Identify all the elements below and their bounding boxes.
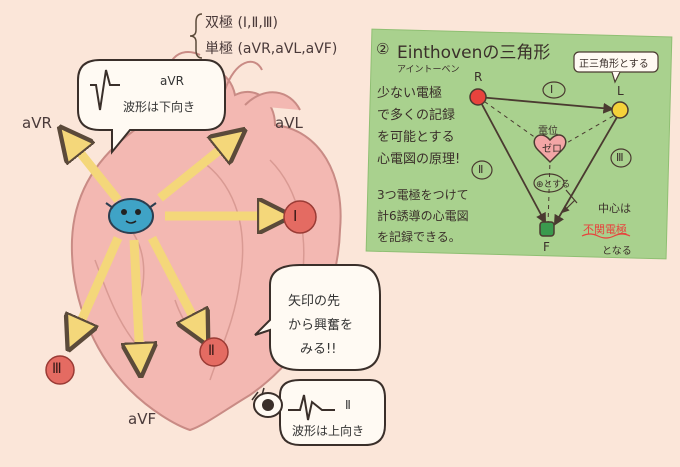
lead2-waveform-icon xyxy=(288,394,335,421)
lead2-bubble-title: Ⅱ xyxy=(345,398,351,412)
panel-desc-6: 計6誘導の心電図 xyxy=(377,209,469,223)
node-L-dot xyxy=(611,101,629,119)
panel-title: Einthovenの三角形 xyxy=(397,43,551,63)
panel-desc-2: で多くの記録 xyxy=(377,108,456,123)
center-text-1: 中心は xyxy=(598,202,631,215)
lead-circles xyxy=(45,200,317,385)
potential-label: 電位 xyxy=(538,126,558,137)
node-R-label: R xyxy=(474,70,483,84)
lead-III-label: Ⅲ xyxy=(52,361,62,377)
einthoven-panel xyxy=(365,28,673,260)
side-III-label: Ⅲ xyxy=(616,151,624,164)
panel-number: ② xyxy=(376,40,390,58)
header-brace xyxy=(189,13,203,59)
node-F-label: F xyxy=(543,240,550,254)
lead2-bubble-text: 波形は上向き xyxy=(292,424,365,438)
center-text-2: 不関電極 xyxy=(583,223,627,236)
label-avr: aVR xyxy=(22,114,52,132)
center-character-icon xyxy=(105,198,157,234)
avr-bubble-text: 波形は下向き xyxy=(123,100,196,114)
lead-I-label: Ⅰ xyxy=(293,207,298,225)
lead-II-circle xyxy=(199,337,229,367)
panel-desc-7: を記録できる。 xyxy=(377,230,461,244)
label-avf: aVF xyxy=(128,410,157,428)
avr-waveform-icon xyxy=(90,69,120,111)
potential-zero: ゼロ xyxy=(542,144,562,155)
panel-title-reading: アイントーベン xyxy=(397,65,460,75)
eye-icon xyxy=(251,387,283,418)
arrow-bubble-line1: 矢印の先 xyxy=(288,294,341,309)
arrow-III xyxy=(75,236,123,335)
header-bipolar: 双極 (Ⅰ,Ⅱ,Ⅲ) xyxy=(205,15,278,31)
panel-desc-5: 3つ電極をつけて xyxy=(377,188,469,202)
arrow-avf xyxy=(134,239,140,360)
center-mark-label: ⊕とする xyxy=(536,180,571,190)
panel-desc-1: 少ない電極 xyxy=(377,86,443,101)
panel-desc-3: を可能とする xyxy=(377,130,455,145)
avr-bubble-title: aVR xyxy=(160,74,184,88)
side-II-label: Ⅱ xyxy=(478,163,484,176)
avr-bubble xyxy=(77,59,226,155)
header-unipolar: 単極 (aVR,aVL,aVF) xyxy=(205,41,338,57)
lead2-bubble xyxy=(251,379,386,446)
panel-desc-4: 心電図の原理! xyxy=(377,152,461,167)
label-avl: aVL xyxy=(275,114,303,132)
arrow-avl xyxy=(157,140,232,202)
lead-vectors xyxy=(70,140,275,360)
arrow-avr xyxy=(70,140,122,203)
lead-II-label: Ⅱ xyxy=(208,343,215,359)
arrow-bubble-line3: みる!! xyxy=(300,342,337,357)
note-equilateral: 正三角形とする xyxy=(579,59,649,70)
side-I-label: Ⅰ xyxy=(550,83,554,96)
arrow-bubble xyxy=(254,264,381,371)
center-text-3: となる xyxy=(602,246,632,257)
potential-heart-icon xyxy=(533,134,567,164)
arrow-bubble-line2: から興奮を xyxy=(288,318,354,333)
arrow-II xyxy=(148,235,200,330)
lead-III-circle xyxy=(45,355,75,385)
node-F-dot xyxy=(539,221,555,237)
node-R-dot xyxy=(469,88,487,106)
node-L-label: L xyxy=(617,84,624,98)
lead-I-circle xyxy=(283,200,317,234)
